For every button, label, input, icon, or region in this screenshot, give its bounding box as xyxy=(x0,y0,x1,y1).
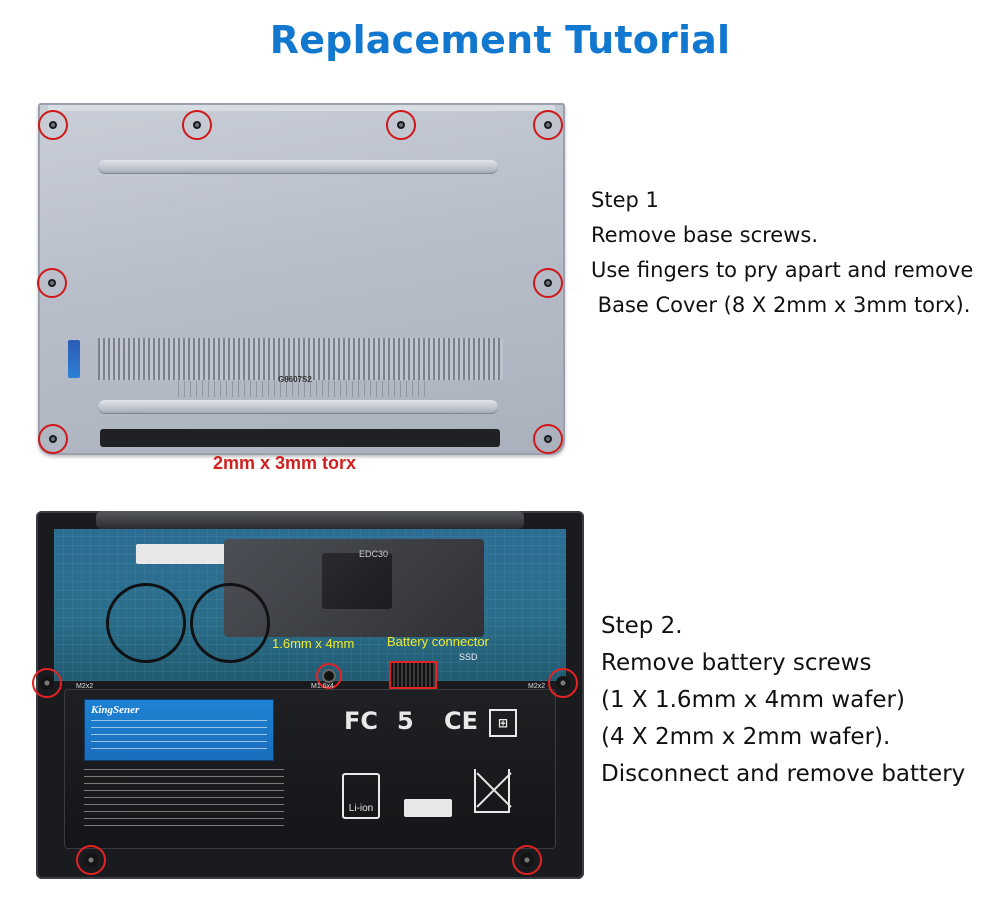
battery-connector-marker xyxy=(389,661,437,689)
regulatory-text xyxy=(178,381,428,397)
screw-marker-top-2 xyxy=(182,110,212,140)
recycle-icon: Li-ion xyxy=(342,773,380,819)
regulatory-sticker xyxy=(68,340,80,378)
battery-warning-text xyxy=(84,769,284,831)
screw-marker-1-6mm xyxy=(316,663,342,689)
edc-label: EDC30 xyxy=(359,549,389,559)
screw-marker-bottom-right xyxy=(533,424,563,454)
step2-line: Disconnect and remove battery xyxy=(601,761,966,787)
base-top-edge xyxy=(48,105,555,111)
label-battery-connector: Battery connector xyxy=(387,634,489,649)
battery-specs xyxy=(91,720,267,754)
battery-label: KingSener xyxy=(84,699,274,761)
laptop-internals-image: EDC30 1.6mm x 4mm Battery connector SSD … xyxy=(36,511,584,879)
heatsink-core xyxy=(322,553,392,609)
label-screw-size: 1.6mm x 4mm xyxy=(272,636,355,651)
base-screw-caption: 2mm x 3mm torx xyxy=(213,453,357,473)
rubber-foot-bottom xyxy=(98,400,498,414)
screw-marker-mid-right xyxy=(533,268,563,298)
screw-label-m2x2-left: M2x2 xyxy=(76,683,94,690)
screw-marker-mid-left xyxy=(37,268,67,298)
vent-grille xyxy=(98,338,503,380)
page-title: Replacement Tutorial xyxy=(269,18,731,62)
screw-marker-top-3 xyxy=(386,110,416,140)
screw-marker-bottom-left xyxy=(38,424,68,454)
screw-label-m16x4: M1.6x4 xyxy=(311,683,334,690)
step2-instructions: Step 2. Remove battery screws (1 X 1.6mm x… xyxy=(601,608,965,793)
step2-line: Step 2. xyxy=(601,613,683,639)
black-rubber-strip xyxy=(100,429,500,447)
screw-marker-top-right xyxy=(533,110,563,140)
step2-line: (4 X 2mm x 2mm wafer). xyxy=(601,724,891,750)
crossed-bin-icon xyxy=(474,769,510,813)
ssd-label: SSD xyxy=(459,652,478,662)
rohs-five-mark: 5 xyxy=(397,707,414,735)
rubber-foot-top xyxy=(98,160,498,174)
display-hinge xyxy=(96,511,524,529)
step2-line: (1 X 1.6mm x 4mm wafer) xyxy=(601,687,905,713)
fan-right xyxy=(190,583,270,663)
step1-line: Remove base screws. xyxy=(591,223,819,247)
battery-screw-marker-bottom-left xyxy=(76,845,106,875)
fan-left xyxy=(106,583,186,663)
step1-line: Use fingers to pry apart and remove xyxy=(591,258,974,282)
battery-screw-marker-top-right xyxy=(548,668,578,698)
step1-instructions: Step 1 Remove base screws. Use fingers to … xyxy=(591,183,973,323)
battery-brand: KingSener xyxy=(91,704,140,716)
laptop-base-cover-image: G8607S2 xyxy=(38,103,565,455)
kingsener-small-label xyxy=(404,799,452,817)
motherboard: EDC30 1.6mm x 4mm Battery connector SSD xyxy=(54,529,566,689)
step1-line: Base Cover (8 X 2mm x 3mm torx). xyxy=(591,293,971,317)
screw-label-m2x2-right: M2x2 xyxy=(528,683,546,690)
white-label xyxy=(136,544,231,564)
step2-line: Remove battery screws xyxy=(601,650,872,676)
china-rohs-mark: ⊞ xyxy=(489,709,517,737)
base-model-code: G8607S2 xyxy=(278,375,312,384)
recycle-label: Li-ion xyxy=(348,803,374,814)
step1-line: Step 1 xyxy=(591,188,659,212)
battery-pack: KingSener FC 5 CE ⊞ Li-ion xyxy=(64,689,556,849)
screw-marker-top-left xyxy=(38,110,68,140)
battery-screw-marker-top-left xyxy=(32,668,62,698)
battery-screw-marker-bottom-right xyxy=(512,845,542,875)
ce-mark: CE xyxy=(444,707,479,735)
fcc-mark: FC xyxy=(344,707,379,735)
